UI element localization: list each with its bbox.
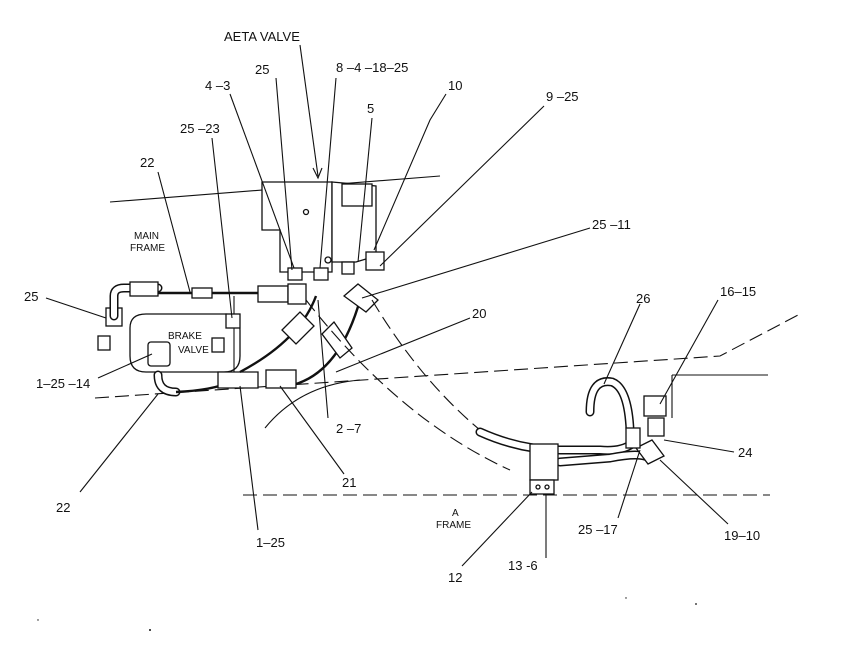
- elbow-fitting: [342, 283, 379, 313]
- leader-1-25: [239, 385, 259, 531]
- leader-10: [373, 93, 447, 251]
- brake-valve-label: BRAKE: [168, 331, 202, 342]
- callout-1-25: 1–25: [256, 535, 285, 550]
- leader-8-4: [319, 77, 337, 269]
- callout-25-left: 25: [24, 289, 38, 304]
- elbow-19-10: [635, 439, 665, 465]
- leader-9-25: [379, 105, 545, 267]
- clamp-13-6: [529, 479, 555, 495]
- callout-aeta-valve: AETA VALVE: [224, 29, 300, 44]
- clamp: [191, 287, 213, 299]
- aeta-valve: [261, 181, 385, 281]
- area-labels: MAIN FRAME BRAKE VALVE A FRAME: [130, 231, 471, 531]
- leader-25-23: [211, 137, 233, 319]
- frame-curve: [264, 379, 361, 429]
- leader-26: [603, 303, 641, 385]
- arrowhead: [312, 167, 323, 180]
- leader-22-top: [157, 171, 191, 293]
- leader-25-17: [617, 449, 641, 519]
- leader-1-25-14: [97, 353, 153, 379]
- a-frame-label: A: [452, 508, 459, 519]
- valve-20: [321, 320, 353, 359]
- bolt: [535, 484, 541, 490]
- leader-lines: [45, 44, 735, 567]
- valve-2-7: [281, 311, 315, 345]
- callout-21: 21: [342, 475, 356, 490]
- a-frame-label: FRAME: [436, 520, 471, 531]
- callout-25-23: 25 –23: [180, 121, 220, 136]
- line-21: [295, 299, 362, 386]
- callout-2-7: 2 –7: [336, 421, 361, 436]
- callout-10: 10: [448, 78, 462, 93]
- leader-25: [275, 77, 293, 271]
- callout-labels: AETA VALVE 25 8 –4 –18–25 4 –3 10 9 –25 …: [24, 29, 760, 585]
- line-dashed-26: [371, 299, 481, 431]
- aeta-valve-cap: [341, 183, 373, 207]
- leader-21: [279, 385, 345, 475]
- leader-5: [357, 117, 373, 263]
- leader-16-15: [659, 299, 719, 405]
- brake-valve-label: VALVE: [178, 345, 209, 356]
- leader-22-bottom: [79, 393, 159, 493]
- centerline-dashed: [94, 313, 801, 399]
- main-frame-label: MAIN: [134, 231, 159, 242]
- callout-13-6: 13 -6: [508, 558, 538, 573]
- fitting-10: [365, 251, 385, 271]
- fitting-25-23: [225, 313, 241, 329]
- callout-5: 5: [367, 101, 374, 116]
- line-dashed-20: [305, 299, 511, 471]
- fitting: [341, 261, 355, 275]
- hose-fitting: [129, 281, 159, 297]
- aeta-valve-bolt: [302, 208, 310, 216]
- callout-25-top: 25: [255, 62, 269, 77]
- brake-valve-fitting: [211, 337, 225, 353]
- callout-26: 26: [636, 291, 650, 306]
- fitting-16-15: [643, 395, 667, 417]
- fitting-1-25: [217, 371, 259, 389]
- callout-25-11: 25 –11: [592, 217, 631, 232]
- leader-25-left: [45, 297, 107, 319]
- leader-aeta: [299, 44, 319, 177]
- callout-22-top: 22: [140, 155, 154, 170]
- brake-valve-fitting: [97, 335, 111, 351]
- callout-19-10: 19–10: [724, 528, 760, 543]
- bolt: [544, 484, 550, 490]
- leader-19-10: [659, 459, 729, 525]
- leader-20: [335, 317, 471, 373]
- callout-12: 12: [448, 570, 462, 585]
- fitting-25-17: [625, 427, 641, 449]
- aeta-valve-bolt: [324, 256, 332, 264]
- callout-1-25-14: 1–25 –14: [36, 376, 90, 391]
- brake-valve: [97, 307, 241, 373]
- fitting: [313, 267, 329, 281]
- callout-22-bottom: 22: [56, 500, 70, 515]
- hose-fitting-21: [265, 369, 297, 389]
- leader-4-3: [229, 93, 295, 269]
- callout-9-25: 9 –25: [546, 89, 579, 104]
- fitting-24: [647, 417, 665, 437]
- callout-16-15: 16–15: [720, 284, 756, 299]
- fitting: [287, 283, 307, 305]
- specks: [37, 597, 697, 631]
- aeta-valve-body: [261, 181, 333, 273]
- callout-4-3: 4 –3: [205, 78, 230, 93]
- hoses: [109, 281, 667, 495]
- clamp-block-12: [529, 443, 559, 481]
- callout-20: 20: [472, 306, 486, 321]
- leader-24: [663, 439, 735, 453]
- callout-25-17: 25 –17: [578, 522, 618, 537]
- leader-2-7: [317, 299, 329, 419]
- brake-valve-port: [147, 341, 171, 367]
- leader-12: [461, 491, 533, 567]
- callout-8-4-18-25: 8 –4 –18–25: [336, 60, 408, 75]
- leader-25-11: [361, 227, 591, 299]
- hose-fitting: [257, 285, 289, 303]
- callout-24: 24: [738, 445, 752, 460]
- main-frame-label: FRAME: [130, 243, 165, 254]
- fitting: [287, 267, 303, 281]
